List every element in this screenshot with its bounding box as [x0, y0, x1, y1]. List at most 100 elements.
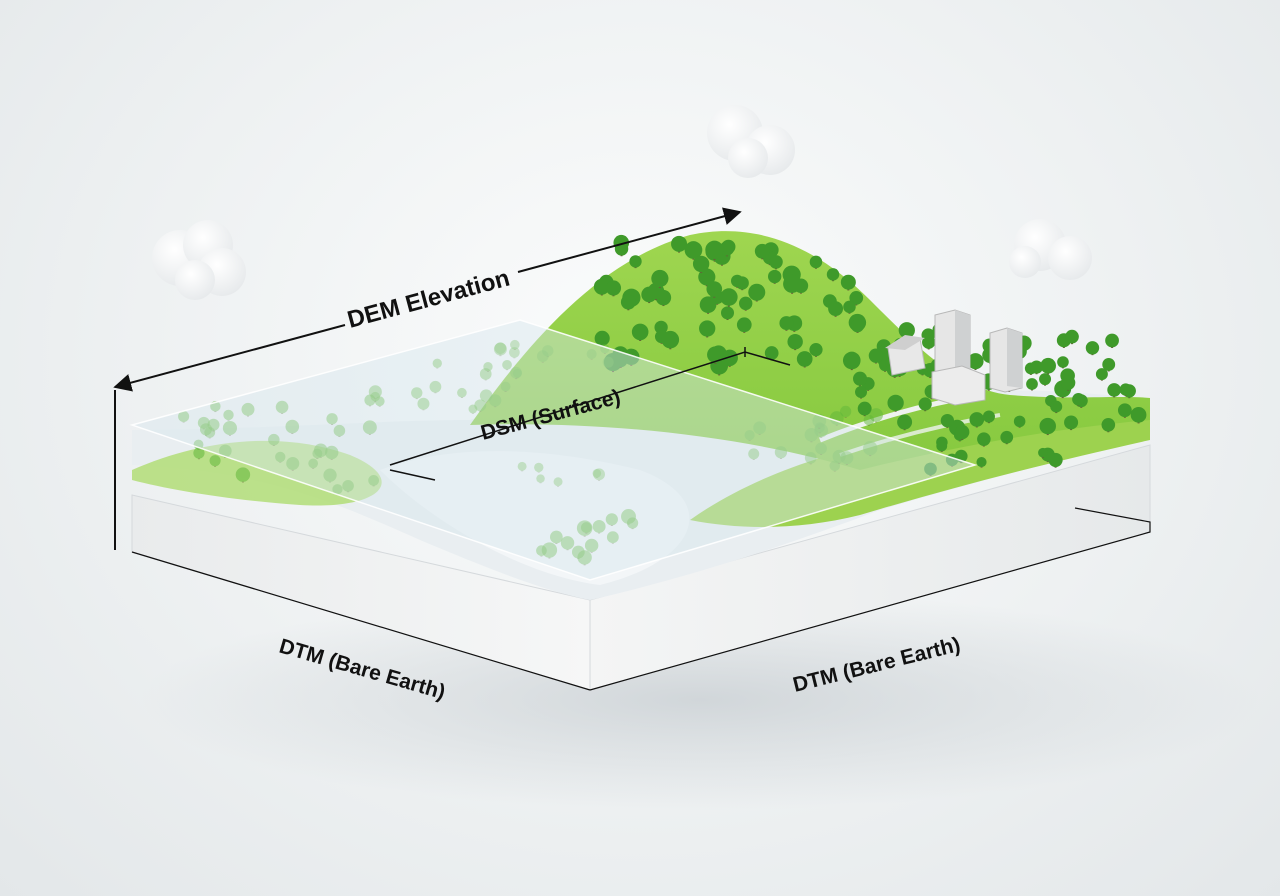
- tree-icon: [577, 550, 592, 566]
- tree-icon: [828, 301, 844, 317]
- tree-icon: [584, 538, 599, 553]
- tree-icon: [918, 397, 932, 412]
- tree-icon: [223, 409, 234, 421]
- tree-icon: [887, 394, 904, 412]
- tree-icon: [748, 448, 760, 460]
- tree-icon: [850, 319, 865, 333]
- tree-icon: [494, 342, 507, 355]
- tree-icon: [982, 410, 995, 424]
- tree-icon: [826, 268, 840, 282]
- tree-icon: [924, 462, 937, 476]
- tree-icon: [602, 356, 614, 369]
- tree-icon: [812, 414, 827, 429]
- tree-icon: [1065, 329, 1079, 345]
- dem-arrow-left: [113, 324, 346, 392]
- tree-icon: [502, 359, 512, 371]
- tree-icon: [720, 288, 738, 307]
- tree-icon: [308, 458, 319, 469]
- tree-icon: [429, 380, 442, 394]
- tree-icon: [510, 339, 520, 350]
- tree-icon: [849, 291, 864, 306]
- tree-icon: [832, 449, 846, 464]
- tree-icon: [768, 269, 782, 284]
- tree-icon: [1105, 333, 1119, 348]
- tree-icon: [275, 451, 286, 463]
- tree-icon: [178, 410, 190, 423]
- tree-icon: [1040, 357, 1056, 375]
- tree-icon: [536, 474, 545, 484]
- dsm-glass-surface: [129, 319, 978, 581]
- tree-icon: [620, 294, 636, 311]
- tree-icon: [560, 536, 575, 551]
- tree-icon: [840, 274, 856, 291]
- tree-icon: [1085, 341, 1100, 356]
- tree-icon: [787, 334, 803, 351]
- tree-icon: [976, 456, 987, 468]
- tree-icon: [512, 368, 522, 379]
- tree-icon: [332, 484, 343, 495]
- tree-icon: [586, 348, 597, 360]
- tree-icon: [940, 413, 955, 428]
- tree-icon: [809, 343, 823, 357]
- tree-icon: [936, 440, 948, 452]
- tree-icon: [517, 461, 527, 472]
- tree-icon: [868, 348, 884, 364]
- tree-icon: [1057, 356, 1069, 369]
- tree-icon: [853, 371, 868, 387]
- tree-icon: [362, 420, 377, 435]
- tree-icon: [857, 401, 872, 417]
- tree-icon: [534, 462, 544, 473]
- tree-icon: [219, 444, 232, 458]
- tree-icon: [769, 255, 783, 270]
- tree-icon: [764, 346, 779, 361]
- tree-icon: [432, 358, 442, 369]
- tree-icon: [1064, 415, 1079, 431]
- tree-icon: [699, 296, 717, 314]
- tree-icon: [730, 274, 744, 288]
- tree-icon: [489, 394, 502, 408]
- tree-icon: [286, 457, 300, 471]
- tree-icon: [1000, 430, 1014, 445]
- tree-icon: [1119, 383, 1132, 397]
- tree-icon: [417, 397, 430, 411]
- tree-icon: [483, 362, 493, 372]
- tree-icon: [1060, 375, 1076, 391]
- tree-icon: [753, 421, 767, 435]
- tree-icon: [1050, 400, 1063, 414]
- tree-icon: [368, 475, 380, 487]
- tree-icon: [707, 346, 724, 364]
- tree-icon: [325, 445, 339, 460]
- tree-icon: [1130, 406, 1147, 424]
- tree-icon: [457, 387, 467, 399]
- tree-icon: [1107, 383, 1122, 398]
- tree-icon: [370, 391, 381, 402]
- tree-icon: [474, 399, 487, 412]
- tree-icon: [333, 424, 346, 438]
- tree-icon: [809, 255, 823, 269]
- tree-icon: [323, 468, 337, 483]
- tree-icon: [411, 387, 423, 400]
- tree-icon: [863, 441, 878, 457]
- tree-icon: [744, 430, 755, 441]
- tree-icon: [922, 335, 936, 350]
- tree-icon: [1039, 417, 1056, 436]
- bare-earth-valley: [380, 451, 690, 585]
- tree-icon: [748, 283, 766, 302]
- tree-icon: [967, 353, 984, 371]
- tree-icon: [510, 366, 522, 380]
- tree-icon: [209, 455, 221, 467]
- tree-icon: [594, 330, 610, 347]
- tree-icon: [509, 347, 520, 359]
- tree-icon: [774, 446, 788, 459]
- model-shadow: [140, 590, 1260, 810]
- tree-icon: [275, 400, 289, 414]
- tree-icon: [754, 243, 770, 260]
- tree-icon: [684, 241, 703, 260]
- tree-icon: [720, 306, 735, 321]
- tree-icon: [468, 404, 478, 414]
- tree-icon: [1029, 360, 1044, 375]
- cloud-icon: [707, 105, 795, 178]
- tree-icon: [1013, 415, 1026, 428]
- tree-icon: [493, 342, 507, 357]
